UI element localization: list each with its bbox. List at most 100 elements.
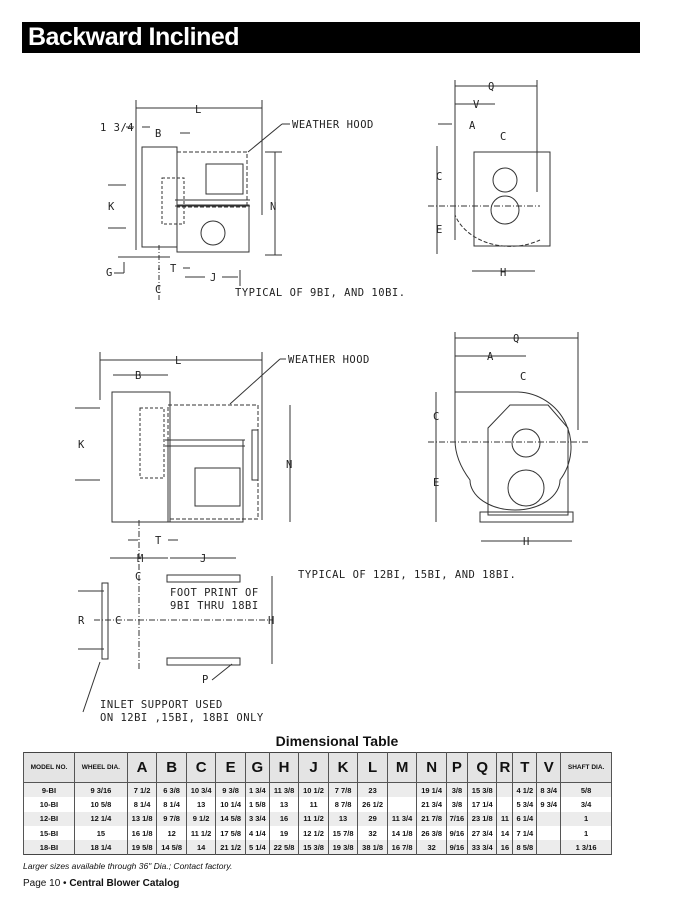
table-footnote: Larger sizes available through 36" Dia.;… bbox=[23, 861, 233, 871]
col-header-t: T bbox=[512, 752, 538, 783]
svg-text:J: J bbox=[210, 272, 217, 284]
caption-9bi-10bi: TYPICAL OF 9BI, AND 10BI. bbox=[235, 287, 406, 299]
table-cell: 13 bbox=[327, 811, 359, 826]
table-cell: 1 bbox=[560, 811, 612, 826]
front-view-9bi-10bi: Q V A C C E H bbox=[428, 80, 551, 279]
table-cell: 9 3/8 bbox=[215, 782, 246, 798]
table-cell: 8 3/4 bbox=[536, 782, 562, 798]
table-cell: 10 1/2 bbox=[298, 782, 329, 798]
table-cell: 19 5/8 bbox=[126, 840, 158, 855]
svg-text:A: A bbox=[469, 120, 476, 132]
svg-text:INLET SUPPORT USED: INLET SUPPORT USED bbox=[100, 699, 223, 711]
table-cell: 9 3/16 bbox=[73, 782, 128, 798]
svg-text:FOOT PRINT OF: FOOT PRINT OF bbox=[170, 587, 259, 599]
table-cell: 9 3/4 bbox=[536, 797, 562, 812]
table-cell: 23 bbox=[357, 782, 388, 798]
table-cell: 32 bbox=[416, 840, 447, 855]
table-cell: 8 1/4 bbox=[156, 797, 187, 812]
col-header-e: E bbox=[215, 752, 246, 783]
table-cell: 9 1/2 bbox=[185, 811, 217, 826]
svg-text:C: C bbox=[155, 284, 162, 296]
svg-text:J: J bbox=[200, 553, 207, 565]
svg-text:1 3/4: 1 3/4 bbox=[100, 122, 134, 134]
col-header-p: P bbox=[445, 752, 468, 783]
table-cell: 1 bbox=[560, 825, 612, 841]
table-cell bbox=[536, 811, 562, 826]
table-cell: 11 3/8 bbox=[268, 782, 300, 798]
svg-text:R: R bbox=[78, 615, 85, 627]
table-cell: 10-BI bbox=[23, 797, 75, 812]
technical-drawings: L 1 3/4 B WEATHER HOOD N K G T J bbox=[75, 80, 590, 724]
table-cell: 26 1/2 bbox=[357, 797, 388, 812]
svg-text:K: K bbox=[108, 201, 115, 213]
table-cell: 38 1/8 bbox=[357, 840, 388, 855]
svg-text:N: N bbox=[270, 201, 277, 213]
table-cell: 7 1/4 bbox=[512, 825, 538, 841]
table-cell: 19 1/4 bbox=[416, 782, 447, 798]
table-cell: 1 3/16 bbox=[560, 840, 612, 855]
svg-text:T: T bbox=[170, 263, 177, 275]
footprint-detail: R C FOOT PRINT OF 9BI THRU 18BI H P INLE… bbox=[78, 574, 275, 724]
caption-12bi-18bi: TYPICAL OF 12BI, 15BI, AND 18BI. bbox=[298, 569, 516, 581]
table-cell bbox=[386, 797, 418, 812]
table-cell: 7 1/2 bbox=[126, 782, 158, 798]
svg-text:A: A bbox=[487, 351, 494, 363]
svg-text:C: C bbox=[500, 131, 507, 143]
table-cell: 29 bbox=[357, 811, 388, 826]
table-cell: 10 3/4 bbox=[185, 782, 217, 798]
table-cell: 13 bbox=[185, 797, 217, 812]
table-cell: 11 1/2 bbox=[298, 811, 329, 826]
table-cell: 15 bbox=[73, 825, 128, 841]
table-cell: 16 bbox=[268, 811, 300, 826]
table-cell: 9/16 bbox=[445, 825, 468, 841]
table-cell: 10 5/8 bbox=[73, 797, 128, 812]
col-header-j: J bbox=[298, 752, 329, 783]
table-cell: 15-BI bbox=[23, 825, 75, 841]
table-cell: 16 7/8 bbox=[386, 840, 418, 855]
col-header-model: MODEL NO. bbox=[23, 752, 75, 783]
col-header-n: N bbox=[416, 752, 447, 783]
table-cell: 8 5/8 bbox=[512, 840, 538, 855]
svg-text:ON 12BI ,15BI, 18BI ONLY: ON 12BI ,15BI, 18BI ONLY bbox=[100, 712, 264, 724]
table-cell: 13 1/8 bbox=[126, 811, 158, 826]
table-cell: 18-BI bbox=[23, 840, 75, 855]
table-cell: 12-BI bbox=[23, 811, 75, 826]
col-header-k: K bbox=[327, 752, 359, 783]
table-cell: 3/4 bbox=[560, 797, 612, 812]
table-cell: 8 7/8 bbox=[327, 797, 359, 812]
page-title: Backward Inclined bbox=[28, 23, 240, 51]
table-cell: 23 1/8 bbox=[466, 811, 498, 826]
table-cell: 12 1/4 bbox=[73, 811, 128, 826]
svg-text:H: H bbox=[268, 615, 275, 627]
table-cell: 18 1/4 bbox=[73, 840, 128, 855]
svg-text:T: T bbox=[155, 535, 162, 547]
table-cell: 5 3/4 bbox=[512, 797, 538, 812]
table-cell bbox=[536, 840, 562, 855]
side-view-9bi-10bi: L 1 3/4 B WEATHER HOOD N K G T J bbox=[100, 100, 406, 300]
svg-text:P: P bbox=[202, 674, 209, 686]
page-number: Page 10 • bbox=[23, 878, 70, 889]
table-cell: 16 bbox=[496, 840, 514, 855]
table-cell: 26 3/8 bbox=[416, 825, 447, 841]
svg-text:Q: Q bbox=[513, 333, 520, 345]
svg-text:B: B bbox=[135, 370, 142, 382]
table-cell: 14 5/8 bbox=[156, 840, 187, 855]
table-cell: 4 1/4 bbox=[244, 825, 270, 841]
svg-text:E: E bbox=[436, 224, 443, 236]
page-title-bar: Backward Inclined bbox=[22, 22, 640, 53]
svg-text:WEATHER HOOD: WEATHER HOOD bbox=[292, 119, 374, 131]
col-header-b: B bbox=[156, 752, 187, 783]
table-cell: 3/8 bbox=[445, 782, 468, 798]
table-cell: 12 bbox=[156, 825, 187, 841]
table-cell: 11 1/2 bbox=[185, 825, 217, 841]
table-cell: 33 3/4 bbox=[466, 840, 498, 855]
table-cell: 1 5/8 bbox=[244, 797, 270, 812]
svg-text:N: N bbox=[286, 459, 293, 471]
table-cell: 32 bbox=[357, 825, 388, 841]
table-cell: 9-BI bbox=[23, 782, 75, 798]
catalog-name: Central Blower Catalog bbox=[69, 878, 180, 889]
